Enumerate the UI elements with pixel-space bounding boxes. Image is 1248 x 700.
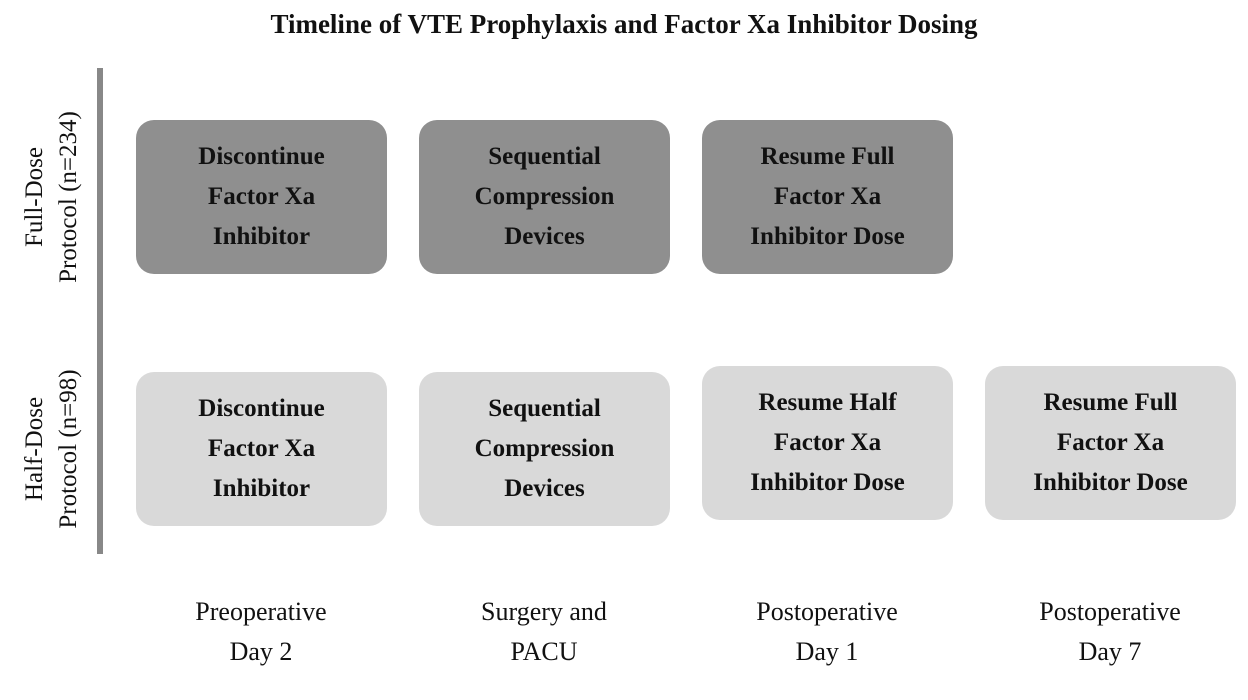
timepoint-line: PACU (510, 637, 578, 666)
timepoint-line: Surgery and (481, 597, 607, 626)
box-text-line: Factor Xa (207, 183, 316, 210)
timepoint-postoperative-day-7: Postoperative Day 7 (990, 592, 1230, 672)
full-dose-resume-full-box: Resume Full Factor Xa Inhibitor Dose (702, 120, 953, 274)
box-text-line: Resume Half (758, 389, 897, 416)
box-text-line: Inhibitor (212, 223, 311, 250)
timepoint-line: Day 7 (1078, 637, 1142, 666)
row-label-line: Half-Dose (21, 396, 48, 502)
half-dose-resume-half-box: Resume Half Factor Xa Inhibitor Dose (702, 366, 953, 520)
timepoint-preoperative-day-2: Preoperative Day 2 (141, 592, 381, 672)
row-label-line: Protocol (n=234) (55, 111, 82, 283)
row-axis-divider (97, 68, 103, 554)
box-text-line: Devices (504, 223, 585, 250)
box-text-line: Inhibitor Dose (750, 223, 905, 250)
half-dose-compression-box: Sequential Compression Devices (419, 372, 670, 526)
box-text-line: Factor Xa (1056, 429, 1165, 456)
box-text-line: Devices (504, 475, 585, 502)
full-dose-compression-box: Sequential Compression Devices (419, 120, 670, 274)
row-label-full-dose: Full-Dose Protocol (n=234) (18, 77, 86, 317)
timepoint-line: Day 1 (795, 637, 859, 666)
timepoint-line: Preoperative (195, 597, 327, 626)
box-text-line: Resume Full (760, 143, 895, 170)
box-text-line: Resume Full (1043, 389, 1178, 416)
timepoint-line: Postoperative (756, 597, 898, 626)
box-text-line: Sequential (488, 143, 601, 170)
box-text-line: Inhibitor (212, 475, 311, 502)
half-dose-discontinue-box: Discontinue Factor Xa Inhibitor (136, 372, 387, 526)
box-text-line: Inhibitor Dose (750, 469, 905, 496)
timepoint-line: Day 2 (229, 637, 293, 666)
half-dose-resume-full-box: Resume Full Factor Xa Inhibitor Dose (985, 366, 1236, 520)
box-text-line: Discontinue (198, 395, 325, 422)
full-dose-discontinue-box: Discontinue Factor Xa Inhibitor (136, 120, 387, 274)
timepoint-surgery-pacu: Surgery and PACU (424, 592, 664, 672)
box-text-line: Factor Xa (207, 435, 316, 462)
box-text-line: Discontinue (198, 143, 325, 170)
row-label-line: Full-Dose (21, 147, 48, 247)
box-text-line: Compression (474, 183, 615, 210)
timepoint-line: Postoperative (1039, 597, 1181, 626)
box-text-line: Factor Xa (773, 429, 882, 456)
row-label-half-dose: Half-Dose Protocol (n=98) (18, 329, 86, 569)
box-text-line: Factor Xa (773, 183, 882, 210)
diagram-title: Timeline of VTE Prophylaxis and Factor X… (270, 9, 978, 39)
row-label-line: Protocol (n=98) (55, 369, 82, 529)
box-text-line: Inhibitor Dose (1033, 469, 1188, 496)
box-text-line: Compression (474, 435, 615, 462)
timepoint-postoperative-day-1: Postoperative Day 1 (707, 592, 947, 672)
box-text-line: Sequential (488, 395, 601, 422)
